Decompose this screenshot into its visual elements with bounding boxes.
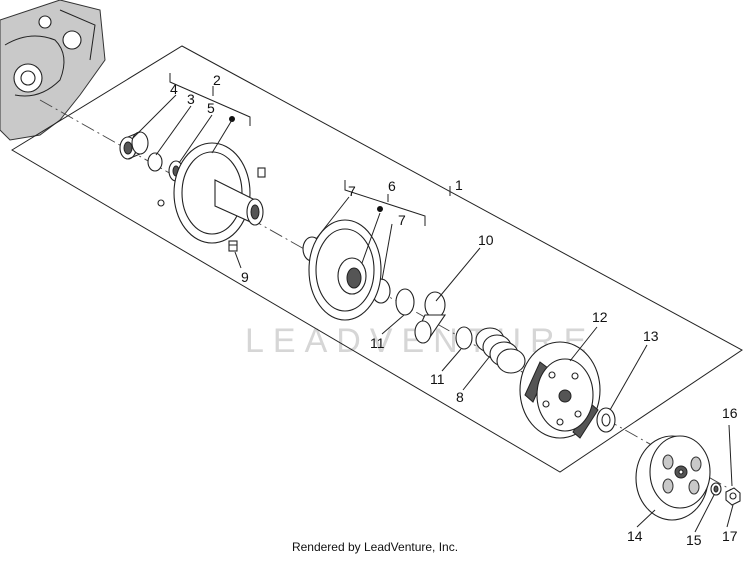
callout-7a: 7 <box>348 183 356 199</box>
clutch-bell-part-14 <box>635 435 711 521</box>
leader-lines <box>132 94 734 533</box>
washer-part-15 <box>710 482 722 496</box>
movable-sheave-part-6 <box>308 206 383 321</box>
callout-13: 13 <box>643 328 659 344</box>
nut-part-17 <box>725 487 741 506</box>
callout-7b: 7 <box>398 212 406 228</box>
spring-part-8 <box>475 327 526 374</box>
callout-10: 10 <box>478 232 494 248</box>
callout-15: 15 <box>686 532 702 548</box>
callout-12: 12 <box>592 309 608 325</box>
bracket-6 <box>344 180 426 226</box>
callout-6: 6 <box>388 178 396 194</box>
ring-part-11a <box>395 288 415 316</box>
callout-1: 1 <box>455 177 463 193</box>
engine-case <box>0 0 106 141</box>
callout-2: 2 <box>213 72 221 88</box>
nut-part-13 <box>596 407 616 433</box>
callout-11b: 11 <box>430 371 445 387</box>
circlip-part-3 <box>147 152 163 172</box>
callout-14: 14 <box>627 528 643 544</box>
guide-bushing-part-10 <box>414 291 447 344</box>
clutch-plate-part-12 <box>519 341 601 439</box>
callout-3: 3 <box>187 91 195 107</box>
callout-16: 16 <box>722 405 738 421</box>
callout-5: 5 <box>207 100 215 116</box>
callout-17: 17 <box>722 528 738 544</box>
bracket-2 <box>169 73 251 126</box>
footer-credit: Rendered by LeadVenture, Inc. <box>291 540 459 554</box>
callout-11a: 11 <box>370 335 385 351</box>
screw-top <box>257 167 266 178</box>
callout-8: 8 <box>456 389 464 405</box>
screw-part-9 <box>228 240 238 252</box>
callout-4: 4 <box>170 81 178 97</box>
callout-9: 9 <box>241 269 249 285</box>
fixed-sheave-part-2 <box>173 116 264 244</box>
screw-left <box>157 199 165 207</box>
assembly-boundary <box>11 45 743 473</box>
bearing-part-4 <box>119 131 149 160</box>
ring-part-11b <box>455 326 473 350</box>
